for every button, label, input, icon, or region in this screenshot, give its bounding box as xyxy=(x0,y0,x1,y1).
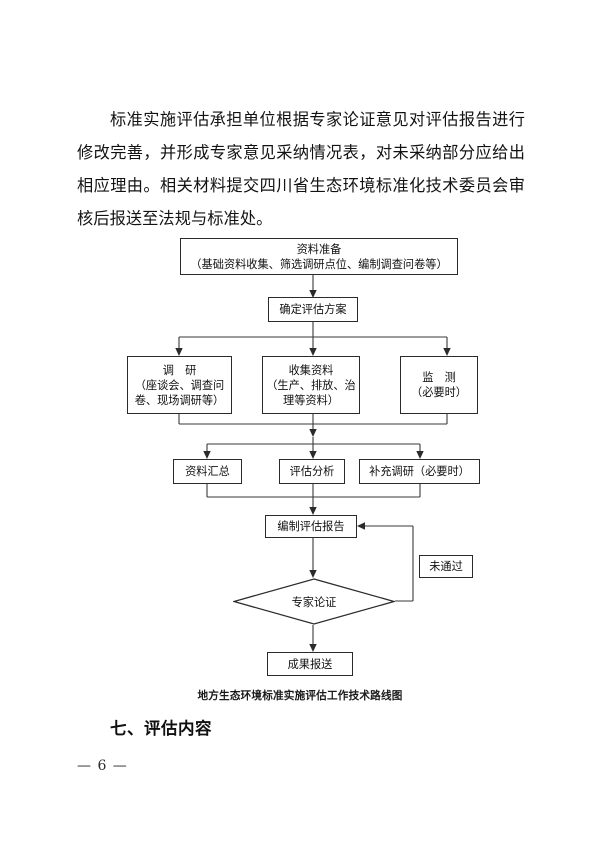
node-plan-line1: 确定评估方案 xyxy=(279,303,347,316)
node-collect-line2: （生产、排放、治理等资料） xyxy=(266,378,356,407)
figure-caption: 地方生态环境标准实施评估工作技术路线图 xyxy=(197,690,403,702)
node-deliver-line1: 成果报送 xyxy=(287,657,333,671)
page-number: — 6 — xyxy=(77,758,128,774)
node-monitor[interactable]: 监 测 （必要时） xyxy=(400,356,478,414)
node-analysis-line1: 评估分析 xyxy=(289,465,335,478)
node-prepare-line1: 资料准备 xyxy=(296,242,342,256)
node-plan[interactable]: 确定评估方案 xyxy=(268,297,358,322)
node-collect-line1: 收集资料 xyxy=(288,363,334,377)
node-summary-line1: 资料汇总 xyxy=(185,465,230,478)
node-survey-line1: 调 研 xyxy=(162,363,197,377)
node-collect[interactable]: 收集资料 （生产、排放、治理等资料） xyxy=(262,356,360,414)
node-extra-survey[interactable]: 补充调研（必要时） xyxy=(359,459,480,484)
node-prepare[interactable]: 资料准备 （基础资料收集、筛选调研点位、编制调查问卷等） xyxy=(180,238,458,275)
node-summary[interactable]: 资料汇总 xyxy=(173,459,242,484)
node-report[interactable]: 编制评估报告 xyxy=(265,515,357,538)
node-not-passed-line1: 未通过 xyxy=(429,560,463,573)
section-heading: 七、评估内容 xyxy=(110,719,212,738)
node-report-line1: 编制评估报告 xyxy=(277,520,345,533)
node-survey-line2: （座谈会、调查问卷、现场调研等） xyxy=(134,378,225,407)
node-not-passed[interactable]: 未通过 xyxy=(419,555,473,578)
node-deliver[interactable]: 成果报送 xyxy=(267,652,353,676)
node-prepare-line2: （基础资料收集、筛选调研点位、编制调查问卷等） xyxy=(190,257,448,271)
node-review-label: 专家论证 xyxy=(291,595,337,609)
node-extra-survey-line1: 补充调研（必要时） xyxy=(369,465,470,478)
node-review-decision[interactable]: 专家论证 xyxy=(233,578,395,625)
node-monitor-line2: （必要时） xyxy=(411,386,467,399)
body-paragraph: 标准实施评估承担单位根据专家论证意见对评估报告进行修改完善，并形成专家意见采纳情… xyxy=(77,110,525,228)
diamond-shape xyxy=(233,578,395,625)
node-analysis[interactable]: 评估分析 xyxy=(279,459,345,484)
node-monitor-line1: 监 测 xyxy=(422,371,456,384)
node-survey[interactable]: 调 研 （座谈会、调查问卷、现场调研等） xyxy=(127,356,232,414)
